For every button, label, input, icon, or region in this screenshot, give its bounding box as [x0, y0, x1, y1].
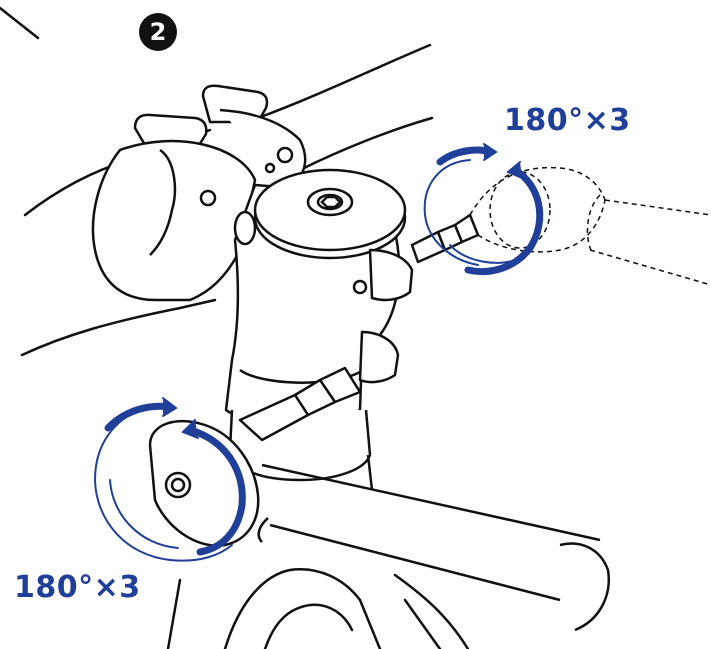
top-cap	[253, 168, 407, 260]
step-number-badge: 2	[139, 13, 177, 51]
stem-clamp-body	[91, 108, 307, 302]
lower-bolt	[238, 366, 362, 442]
lower-t-handle	[148, 419, 610, 632]
fork-lower	[166, 568, 470, 649]
lower-rotation-arrows	[93, 397, 246, 562]
frame-edge-line	[0, 6, 40, 40]
upper-rotation-label: 180°×3	[504, 103, 631, 138]
upper-wrench-dashed	[469, 166, 711, 286]
upper-bolt	[410, 213, 480, 264]
lower-rotation-label: 180°×3	[14, 570, 141, 605]
stem-boss-right	[352, 248, 414, 384]
upper-rotation-arrows	[423, 143, 544, 276]
